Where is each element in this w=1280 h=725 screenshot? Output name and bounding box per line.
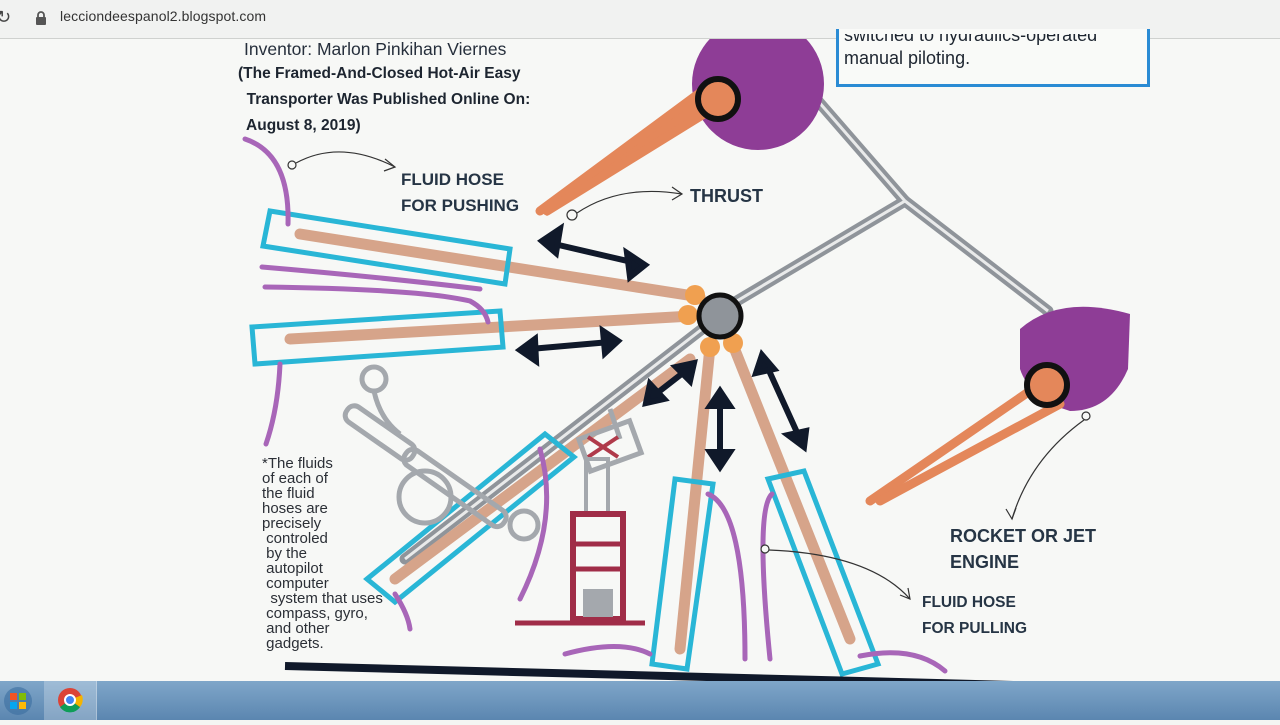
windows-start-icon[interactable] bbox=[0, 681, 38, 720]
valve-stand bbox=[515, 457, 645, 626]
chrome-icon bbox=[58, 688, 83, 713]
lock-icon bbox=[36, 11, 46, 25]
fluid-hoses bbox=[242, 136, 948, 674]
inventor-credit: Inventor: Marlon Pinkihan Viernes bbox=[244, 39, 507, 59]
control-mechanism bbox=[342, 364, 645, 542]
browser-address-bar: ↻ lecciondeespanol2.blogspot.com bbox=[0, 0, 1280, 39]
published-note: (The Framed-And-Closed Hot-Air Easy Tran… bbox=[238, 65, 531, 134]
right-engine bbox=[865, 306, 1130, 506]
x-mark bbox=[586, 435, 620, 459]
top-engine bbox=[535, 39, 824, 216]
taskbar bbox=[0, 681, 1280, 720]
callout-lines bbox=[287, 151, 1091, 600]
motion-arrows bbox=[514, 222, 810, 473]
piston-rods bbox=[284, 228, 856, 655]
label-fluid-hose-pulling: FLUID HOSE FOR PULLING bbox=[922, 594, 1028, 637]
note-box-line-2: manual piloting. bbox=[844, 48, 971, 68]
chrome-taskbar-button[interactable] bbox=[44, 681, 97, 720]
url-text[interactable]: lecciondeespanol2.blogspot.com bbox=[60, 8, 267, 24]
reload-icon[interactable]: ↻ bbox=[0, 7, 12, 28]
label-rocket-or-jet-engine: ROCKET OR JET ENGINE bbox=[950, 526, 1097, 572]
hydraulic-cylinders bbox=[249, 208, 882, 678]
label-fluid-hose-pushing: FLUID HOSE FOR PUSHING bbox=[401, 170, 520, 215]
transporter-diagram bbox=[242, 39, 1130, 681]
footnote-autopilot: *The fluids of each of the fluid hoses a… bbox=[262, 455, 383, 652]
hub bbox=[678, 285, 744, 357]
note-box-line-1: switched to hydraulics-operated bbox=[844, 25, 1098, 45]
blog-page-content: Inventor: Marlon Pinkihan Viernes (The F… bbox=[0, 29, 1280, 681]
label-thrust: THRUST bbox=[690, 186, 763, 206]
note-box: switched to hydraulics-operated manual p… bbox=[836, 29, 1150, 87]
bottom-rule bbox=[284, 662, 1014, 681]
